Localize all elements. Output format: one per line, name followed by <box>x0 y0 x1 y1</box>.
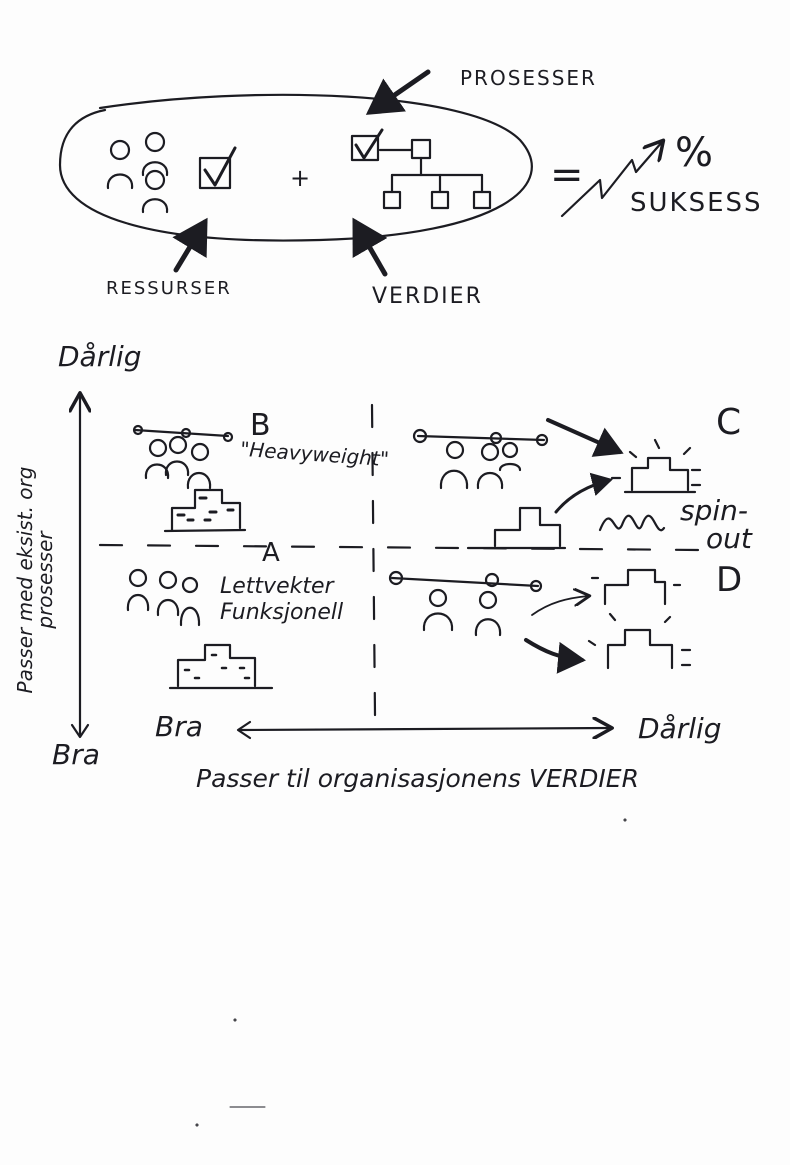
quadrant-a-label-line2: Funksjonell <box>220 600 344 625</box>
y-axis-arrow <box>72 395 88 739</box>
spinout-loops-icon <box>598 514 666 532</box>
quadrant-c-label-line2: out <box>706 522 752 555</box>
checkbox-icon <box>198 146 237 190</box>
quadrant-d-letter: D <box>716 560 743 600</box>
capabilities-ellipse <box>58 93 533 242</box>
heavyweight-team-icon-c <box>412 428 549 490</box>
x-axis-label: Passer til organisasjonens VERDIER <box>196 764 639 793</box>
small-building-icon <box>466 506 567 550</box>
x-axis-left-label: Bra <box>155 710 203 743</box>
quadrant-c-label-line1: spin- <box>680 494 748 527</box>
heavyweight-team-icon <box>132 424 234 490</box>
processes-label: PROSESSER <box>460 66 597 90</box>
values-label: VERDIER <box>372 284 483 309</box>
y-axis-label-line2: prosesser <box>33 531 57 629</box>
y-axis-bottom-label: Bra <box>52 738 100 771</box>
x-axis-right-label: Dårlig <box>638 712 722 745</box>
building-icon <box>168 643 274 690</box>
growth-arrow-icon <box>560 142 662 218</box>
paper-specks <box>195 818 627 1127</box>
arrow-processes <box>365 69 431 115</box>
org-chart-icon <box>350 128 492 210</box>
quadrant-a-label-line1: Lettvekter <box>220 574 334 599</box>
percent-sign: % <box>675 130 714 176</box>
arrow-to-d-upper <box>531 596 588 616</box>
people-icon <box>106 131 169 214</box>
y-axis-top-label: Dårlig <box>58 340 142 373</box>
spinout-arrow <box>554 472 613 514</box>
lightweight-team-icon <box>126 568 201 627</box>
arrow-values <box>352 217 388 277</box>
building-icon <box>163 488 247 533</box>
y-axis-label-line1: Passer med eksist. org <box>13 466 37 694</box>
building-icon-d-upper <box>590 568 682 606</box>
arrow-to-d-lower <box>524 638 586 674</box>
arrow-to-c <box>546 418 624 457</box>
plus-sign: + <box>290 164 311 192</box>
quadrant-c-letter: C <box>716 402 742 443</box>
building-icon-d-lower <box>587 612 692 670</box>
spinout-building-icon <box>610 438 702 494</box>
equals-sign: = <box>550 152 584 198</box>
team-icon-d <box>388 570 543 637</box>
quadrant-b-letter: B <box>250 408 271 443</box>
success-label: SUKSESS <box>630 188 763 218</box>
arrow-resources <box>172 217 208 273</box>
y-axis-label: Passer med eksist. org prosesser <box>13 415 57 745</box>
resources-label: RESSURSER <box>106 278 232 299</box>
quadrant-a-letter: A <box>262 538 280 568</box>
x-axis-arrow <box>236 722 610 740</box>
quadrant-dividers <box>98 403 702 717</box>
